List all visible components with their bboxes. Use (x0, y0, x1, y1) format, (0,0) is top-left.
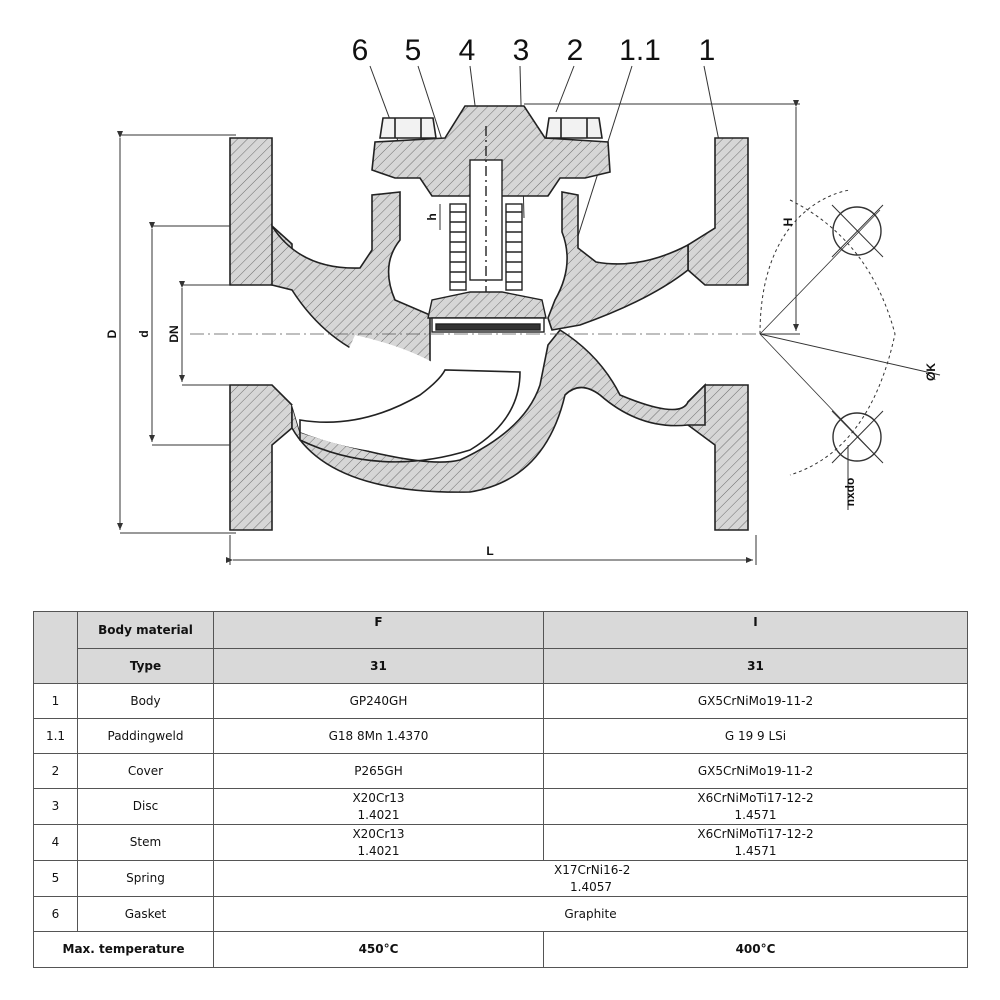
max-temperature-f: 450°C (213, 931, 544, 968)
part-name: Gasket (77, 896, 214, 932)
part-label-3: 3 (513, 34, 530, 67)
spring-material-line-2: 1.4057 (570, 879, 612, 894)
row-number: 1.1 (33, 718, 78, 754)
table-header-row: Body material F I (33, 611, 968, 684)
type-label: Type (77, 648, 214, 684)
part-label-6: 6 (352, 34, 369, 67)
material-i: GX5CrNiMo19-11-2 (543, 753, 968, 789)
part-name: Paddingweld (77, 718, 214, 754)
dim-K-label: ØK (924, 363, 938, 381)
dim-H-label: H (781, 218, 795, 227)
part-label-1: 1 (699, 34, 716, 67)
spring-material-line-1: X17CrNi16-2 (554, 862, 631, 877)
dim-nxdo-label: nxdo (843, 478, 857, 507)
dim-h-label: h (425, 213, 439, 220)
part-name: Stem (77, 824, 214, 861)
table-row: 2 Cover P265GH GX5CrNiMo19-11-2 (33, 753, 968, 789)
dim-DN-label: DN (167, 325, 181, 342)
part-name: Disc (77, 788, 214, 825)
gasket-material: Graphite (213, 896, 968, 932)
material-i-line-2: 1.4571 (734, 807, 777, 822)
part-label-4: 4 (459, 34, 476, 67)
material-i-line-1: X6CrNiMoTi17-12-2 (697, 790, 814, 805)
max-temperature-label: Max. temperature (33, 931, 214, 968)
table-row: 3 Disc X20Cr13 1.4021 X6CrNiMoTi17-12-2 1.… (33, 788, 968, 825)
part-label-5: 5 (405, 34, 422, 67)
material-spec-table: Body material F I Type 31 31 1 Body GP24… (33, 611, 968, 968)
valve-body (229, 105, 749, 531)
material-f: P265GH (213, 753, 544, 789)
table-row: 1.1 Paddingweld G18 8Mn 1.4370 G 19 9 LS… (33, 718, 968, 754)
material-f: G18 8Mn 1.4370 (213, 718, 544, 754)
body-material-label: Body material (77, 611, 214, 649)
spring-material: X17CrNi16-2 1.4057 (213, 860, 968, 897)
dimension-lines (117, 100, 800, 565)
row-number: 1 (33, 683, 78, 719)
valve-cross-section-drawing: 6 5 4 3 2 1.1 1 (105, 34, 941, 565)
part-label-2: 2 (567, 34, 584, 67)
part-name: Cover (77, 753, 214, 789)
material-i: X6CrNiMoTi17-12-2 1.4571 (543, 824, 968, 861)
material-i: G 19 9 LSi (543, 718, 968, 754)
material-i: GX5CrNiMo19-11-2 (543, 683, 968, 719)
part-name: Spring (77, 860, 214, 897)
part-label-1-1: 1.1 (619, 34, 661, 67)
table-row: 4 Stem X20Cr13 1.4021 X6CrNiMoTi17-12-2 1.… (33, 824, 968, 861)
row-number: 3 (33, 788, 78, 825)
dim-L-label: L (486, 544, 493, 558)
table-type-row: Type 31 31 (34, 648, 968, 684)
row-number: 5 (33, 860, 78, 897)
valve-internals (427, 126, 547, 333)
material-i-line-2: 1.4571 (734, 843, 777, 858)
material-f: X20Cr13 1.4021 (213, 788, 544, 825)
material-i-line-1: X6CrNiMoTi17-12-2 (697, 826, 814, 841)
material-f-line-2: 1.4021 (357, 843, 400, 858)
material-f-header: F (213, 611, 544, 649)
row-number: 6 (33, 896, 78, 932)
table-row-spring: 5 Spring X17CrNi16-2 1.4057 (33, 860, 968, 897)
table-row-max-temperature: Max. temperature 450°C 400°C (33, 931, 968, 968)
material-f: X20Cr13 1.4021 (213, 824, 544, 861)
row-number: 4 (33, 824, 78, 861)
dim-d-label: d (137, 330, 151, 337)
material-i: X6CrNiMoTi17-12-2 1.4571 (543, 788, 968, 825)
material-i-header: I (543, 611, 968, 649)
material-f-line-1: X20Cr13 (352, 826, 405, 841)
part-name: Body (77, 683, 214, 719)
type-i-value: 31 (543, 648, 968, 684)
cover-bolts (379, 117, 603, 139)
header-blank-cell (33, 611, 78, 684)
dim-D-label: D (105, 329, 119, 338)
max-temperature-i: 400°C (543, 931, 968, 968)
type-f-value: 31 (213, 648, 544, 684)
row-number: 2 (33, 753, 78, 789)
table-row-gasket: 6 Gasket Graphite (33, 896, 968, 932)
bolt-circle (759, 189, 941, 510)
table-row: 1 Body GP240GH GX5CrNiMo19-11-2 (33, 683, 968, 719)
material-f-line-1: X20Cr13 (352, 790, 405, 805)
material-f-line-2: 1.4021 (357, 807, 400, 822)
material-f: GP240GH (213, 683, 544, 719)
spring (449, 203, 523, 291)
